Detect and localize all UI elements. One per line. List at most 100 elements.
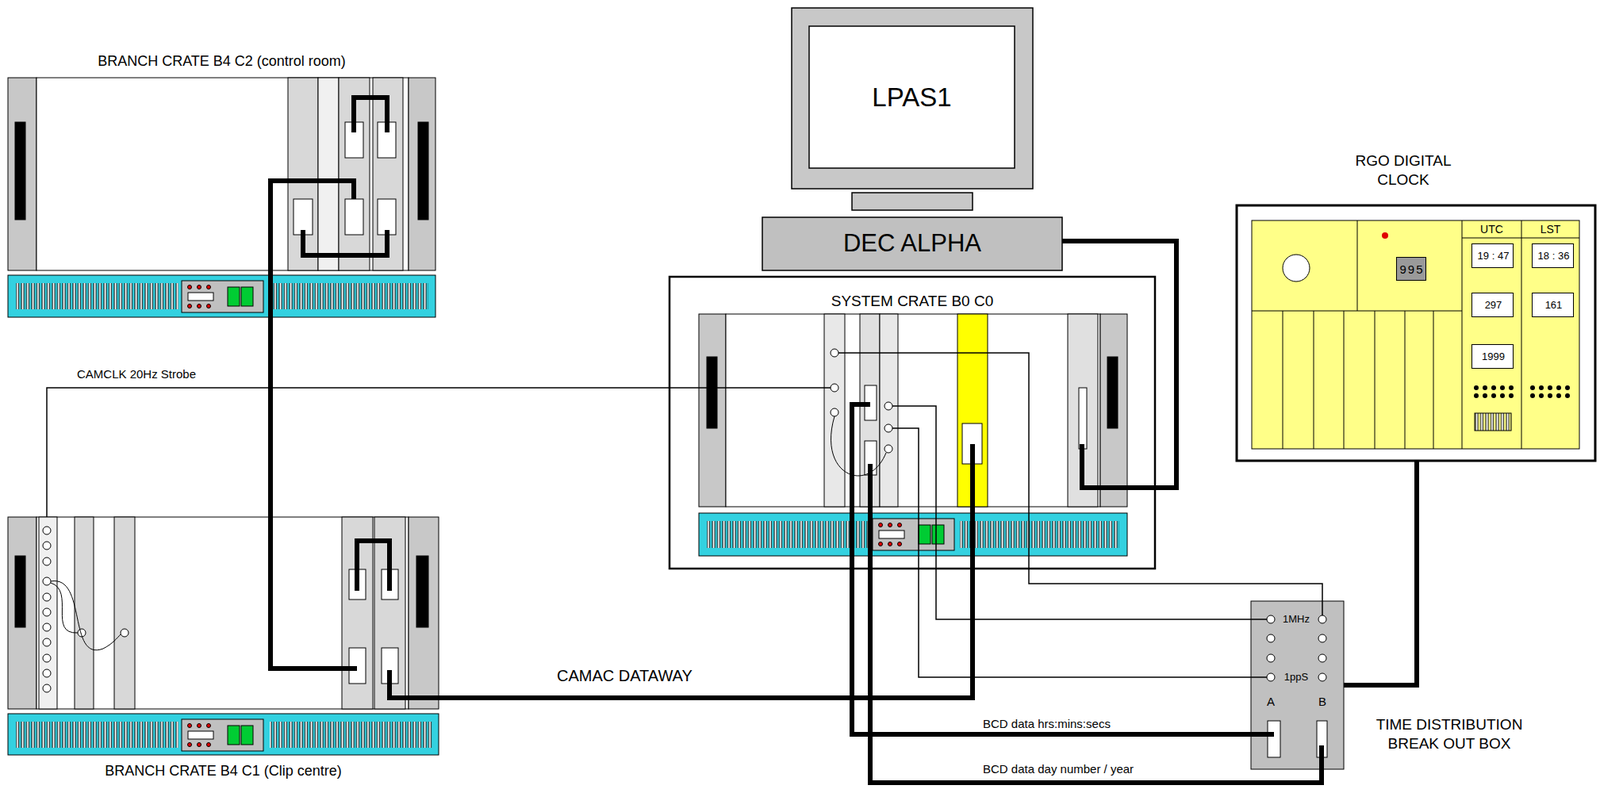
data-cable <box>851 568 1251 735</box>
rgo-clock-part-part <box>1538 393 1544 399</box>
wire-stubs-part <box>270 517 357 669</box>
branch-crate-c1-part <box>50 583 78 634</box>
branch-crate-c1-part <box>416 556 429 628</box>
branch-crate-c1-part <box>349 648 366 684</box>
system-crate-part-part <box>830 408 839 417</box>
break-out-box-part-part <box>1318 673 1327 682</box>
system-crate-part <box>1107 356 1118 429</box>
system-crate-part <box>725 314 1101 507</box>
system-crate-part <box>824 314 845 507</box>
rgo-clock-part <box>1236 205 1596 461</box>
branch-crate-c2-part <box>15 283 179 310</box>
branch-crate-c1-part <box>50 581 121 651</box>
cable-label: BCD data hrs:mins:secs <box>981 717 1113 732</box>
branch-crate-c1-part-part <box>120 629 129 637</box>
branch-crate-c1-part <box>42 526 129 693</box>
break-out-box-part-part <box>1318 615 1327 624</box>
rgo-clock-part-part <box>1491 385 1497 391</box>
rgo-clock-part <box>1282 254 1310 282</box>
branch-crate-c2 <box>7 77 436 318</box>
rgo-clock-part-part <box>1482 393 1488 399</box>
node-label: 297 <box>1472 293 1515 319</box>
signal-label: LST <box>1521 222 1580 238</box>
system-crate-part-part <box>884 424 893 433</box>
branch-crate-c1-part <box>74 517 94 710</box>
break-out-box-part-part <box>1266 634 1275 643</box>
rgo-clock-part-part <box>1547 385 1553 391</box>
thin-wire-stubs-part <box>1321 601 1324 616</box>
system-crate-part <box>698 314 726 507</box>
wire-stubs-part <box>270 180 354 318</box>
break-out-box: TIME DISTRIBUTION BREAK OUT BOX <box>1250 601 1344 770</box>
data-cable <box>870 568 1322 783</box>
break-out-box-part-part <box>1266 615 1275 624</box>
rgo-clock-part-part <box>1530 393 1535 399</box>
data-cable <box>1062 241 1177 488</box>
node-label: 18 : 36 <box>1532 244 1575 269</box>
thin-wire-stubs <box>669 352 1323 678</box>
monitor-part <box>809 26 1015 169</box>
branch-crate-c1-part-part <box>42 541 51 550</box>
rgo-clock-part <box>1474 413 1512 431</box>
computer-box: DEC ALPHA <box>762 217 1063 271</box>
rgo-clock <box>1236 205 1596 461</box>
signal-label: B <box>1312 691 1332 713</box>
branch-crate-c2-part <box>345 199 364 235</box>
branch-crate-c1-part-part <box>42 577 51 586</box>
branch-crate-c2-part <box>7 77 37 271</box>
node-label: LPAS1 <box>809 26 1015 169</box>
node-label: 1999 <box>1472 345 1515 370</box>
branch-crate-c1-part-part <box>42 608 51 617</box>
wire-stubs-part <box>389 670 439 699</box>
system-crate <box>669 276 1155 569</box>
system-crate-part <box>669 276 1155 569</box>
rgo-clock-part-part <box>1508 385 1514 391</box>
system-crate-part-part <box>884 445 893 453</box>
branch-crate-c1-part-part <box>42 557 51 566</box>
system-crate-part <box>830 349 893 453</box>
branch-crate-c2-part <box>181 280 264 313</box>
system-crate-part <box>959 521 1120 549</box>
signal-wire <box>918 568 1251 678</box>
node-label: 161 <box>1532 293 1575 319</box>
signal-label: 1MHz <box>1277 612 1316 627</box>
wire-stubs-part <box>1082 444 1155 488</box>
break-out-box-part-part <box>1318 654 1327 663</box>
cable-label: BCD data day number / year <box>981 762 1136 777</box>
rgo-clock-part-part <box>1556 385 1562 391</box>
branch-crate-c2-part <box>36 77 409 271</box>
time-display: 19 : 47 <box>1471 243 1514 269</box>
branch-crate: BRANCH CRATE B4 C2 (control room) <box>7 77 436 318</box>
rgo-clock-part-part <box>1538 385 1544 391</box>
branch-crate-c1-part-part <box>42 623 51 632</box>
branch-crate: BRANCH CRATE B4 C1 (Clip centre) <box>7 517 439 756</box>
system-crate-part <box>872 518 955 551</box>
rgo-clock-part-part <box>1500 385 1505 391</box>
cable-label: CAMAC DATAWAY <box>555 666 695 686</box>
monitor <box>762 7 1063 271</box>
system-crate-part <box>831 416 887 476</box>
node-label: 995 <box>1396 257 1428 282</box>
rgo-clock-part <box>1251 220 1580 449</box>
node-label: 19 : 47 <box>1472 244 1515 269</box>
clock-unit: 99519 : 4718 : 362971611999RGO DIGITAL C… <box>1236 205 1596 461</box>
monitor-part <box>762 217 1063 271</box>
rgo-clock-part <box>1473 385 1570 399</box>
wire-stubs-part <box>1250 732 1274 737</box>
monitor: LPAS1 <box>791 7 1033 189</box>
node-label: TIME DISTRIBUTION BREAK OUT BOX <box>1354 712 1545 757</box>
wire-stubs-part <box>1319 745 1324 770</box>
branch-crate-c1-part <box>15 721 179 749</box>
monitor-part <box>791 7 1033 189</box>
wire-stubs-part <box>970 444 975 569</box>
signal-wire <box>46 387 670 518</box>
branch-crate-c1-part <box>114 517 135 710</box>
rgo-clock-part-part <box>1508 393 1514 399</box>
rgo-clock-part-part <box>1547 393 1553 399</box>
rgo-clock-part <box>1251 220 1580 449</box>
branch-crate-c1-part <box>408 517 439 710</box>
system-crate-part-part <box>830 383 839 392</box>
branch-crate-c2-part <box>269 283 429 310</box>
branch-crate-c1-part <box>7 713 439 756</box>
